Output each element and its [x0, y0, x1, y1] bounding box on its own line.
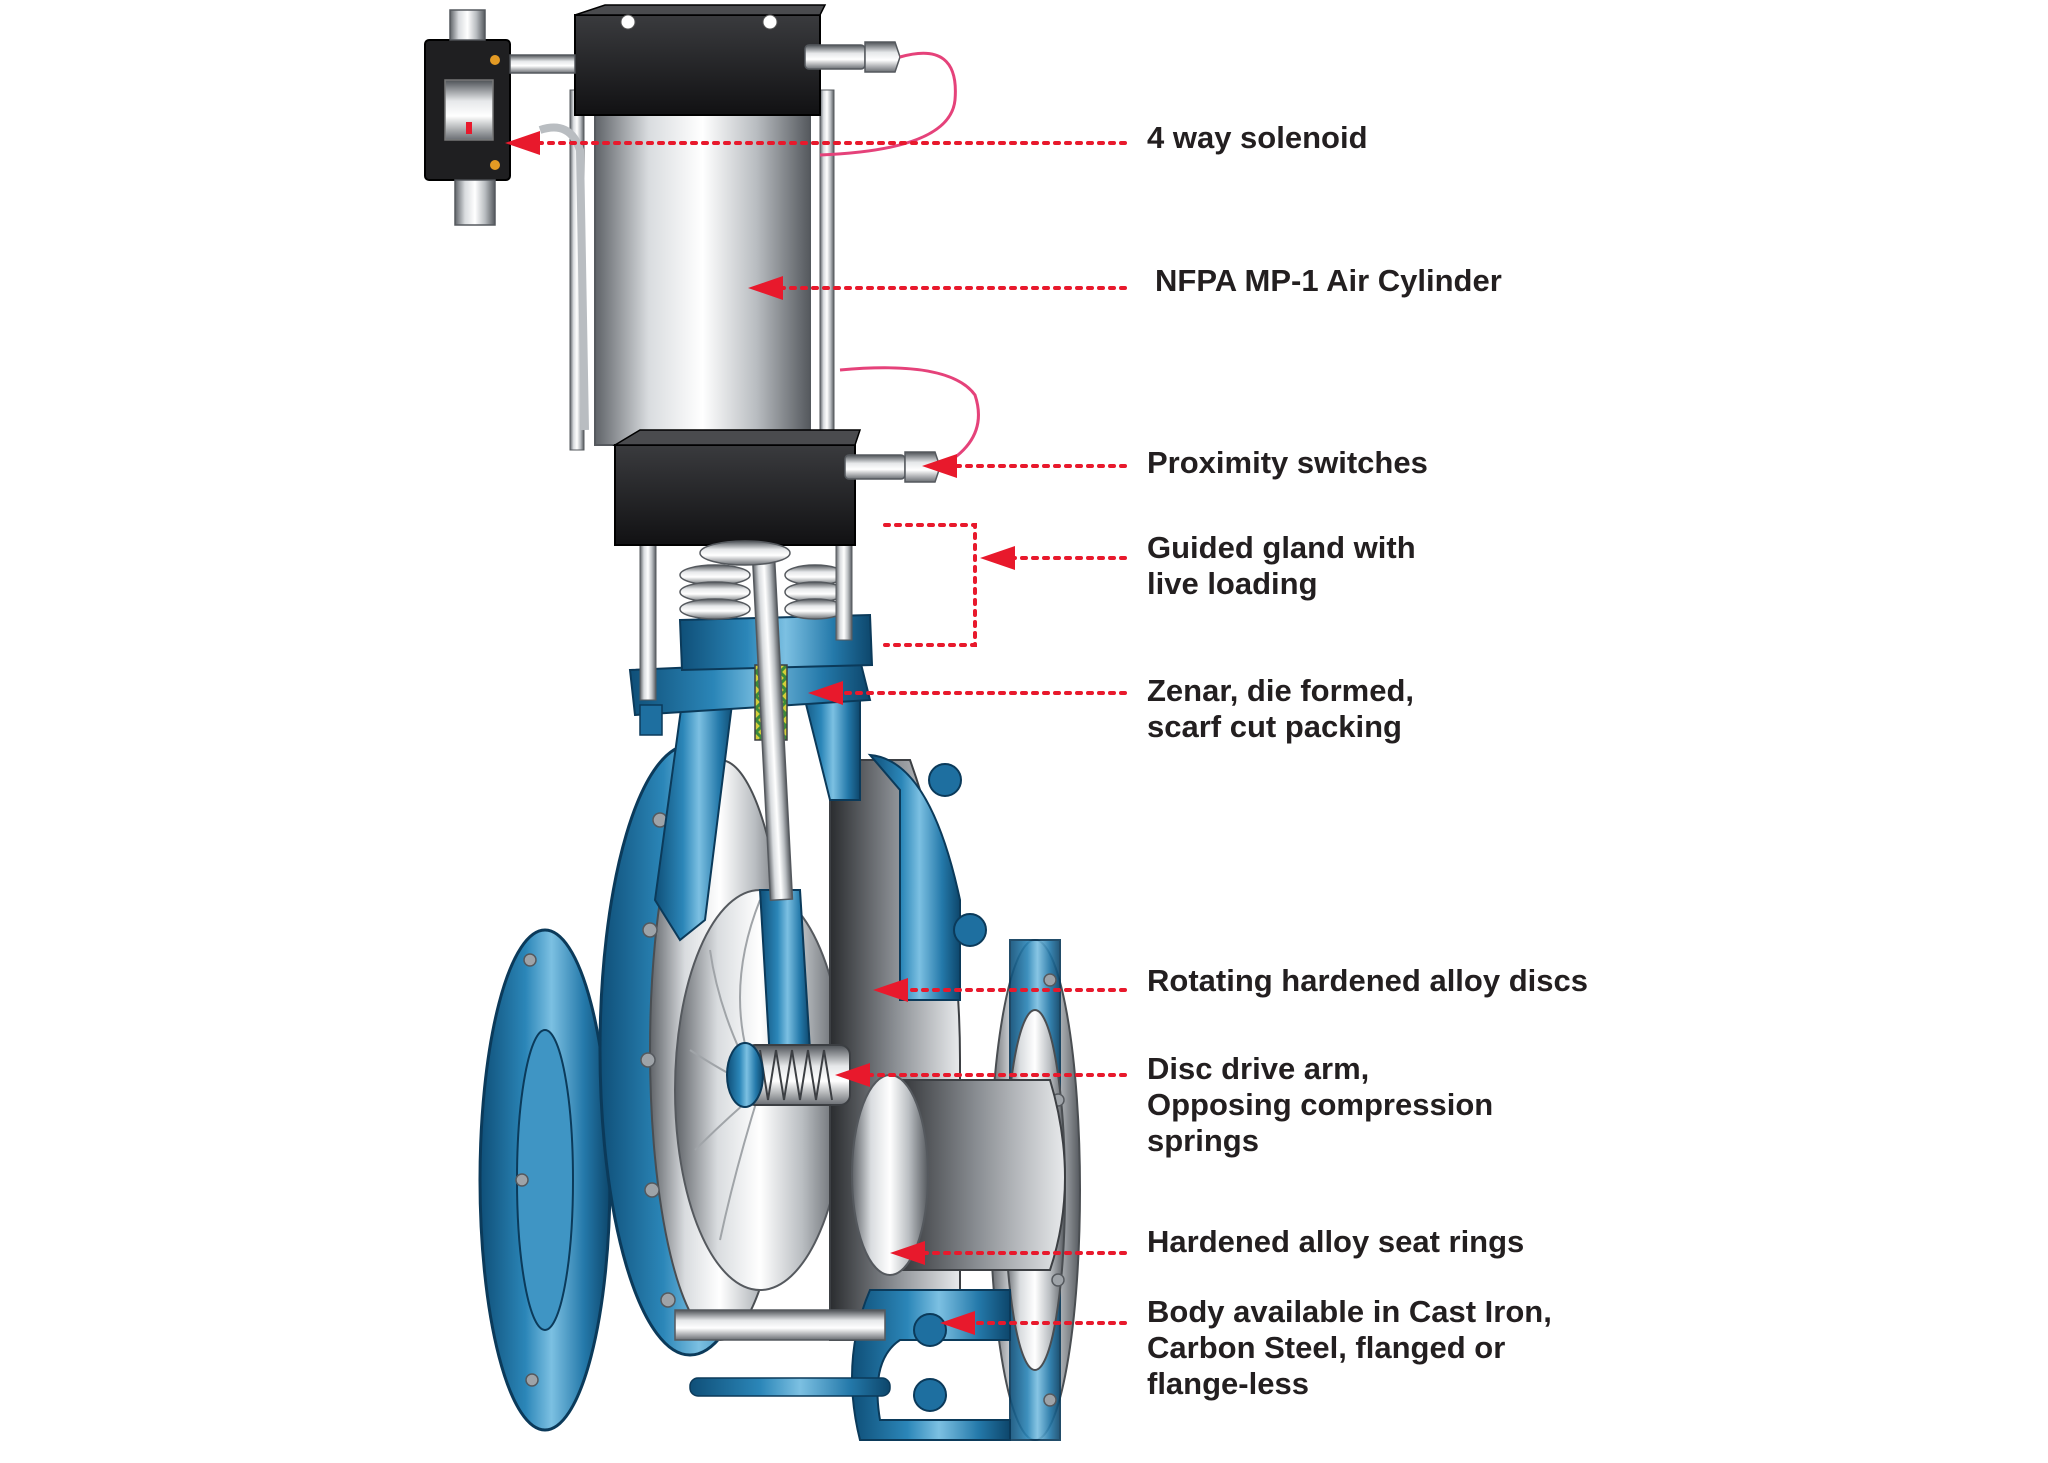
arrow-proximity [922, 454, 957, 478]
arrow-drive-arm [835, 1063, 870, 1087]
compression-springs [726, 1042, 851, 1108]
tie-rod [689, 1377, 891, 1397]
arrow-air-cylinder [748, 276, 783, 300]
proximity-switches [804, 41, 980, 483]
cylinder-top-cap [574, 14, 821, 116]
leader-arrowheads [505, 131, 1015, 1335]
solenoid-valve [424, 9, 589, 431]
label-rotating-discs: Rotating hardened alloy discs [1147, 963, 1588, 998]
label-seat-rings: Hardened alloy seat rings [1147, 1224, 1525, 1259]
label-body-material: Body available in Cast Iron, Carbon Stee… [1147, 1294, 1552, 1401]
cylinder-bottom-cap [614, 444, 856, 546]
leader-lines [523, 141, 1127, 1325]
bonnet [628, 539, 874, 942]
live-loading-springs [679, 564, 846, 620]
label-guided-gland: Guided gland with live loading [1147, 530, 1416, 601]
label-packing: Zenar, die formed, scarf cut packing [1147, 673, 1415, 744]
arrow-seat-rings [890, 1241, 925, 1265]
label-disc-drive-arm: Disc drive arm, Opposing compression spr… [1147, 1051, 1494, 1158]
arrow-packing [808, 681, 843, 705]
label-proximity-switches: Proximity switches [1147, 445, 1428, 480]
arrow-gland [980, 546, 1015, 570]
disc-drive-arm [758, 889, 812, 1062]
label-solenoid: 4 way solenoid [1147, 120, 1368, 155]
air-cylinder [569, 4, 862, 566]
arrow-solenoid [505, 131, 540, 155]
gland-bracket [883, 523, 977, 647]
arrow-body [940, 1311, 975, 1335]
valve-body [478, 743, 1081, 1441]
arrow-discs [873, 978, 908, 1002]
label-air-cylinder: NFPA MP-1 Air Cylinder [1155, 263, 1502, 298]
